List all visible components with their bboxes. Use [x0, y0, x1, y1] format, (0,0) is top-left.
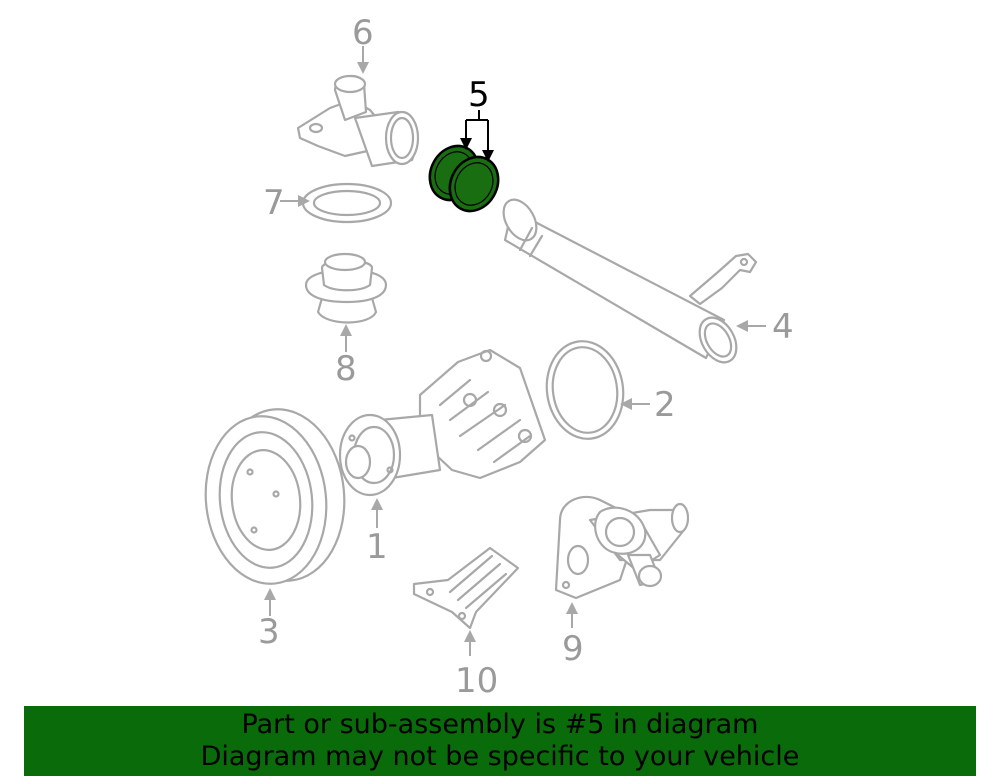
- part-8-thermostat[interactable]: [304, 252, 388, 324]
- banner-line-part: Part or sub-assembly is #5 in diagram: [241, 709, 759, 740]
- callout-6: 6: [352, 13, 374, 53]
- callout-2: 2: [654, 385, 676, 425]
- part-6-water-outlet[interactable]: [296, 74, 420, 168]
- part-3-pulley[interactable]: [198, 403, 353, 590]
- parts-diagram: 6 5 7 8 4: [198, 13, 794, 700]
- part-1-water-pump[interactable]: [338, 348, 547, 497]
- part-info-banner: Part or sub-assembly is #5 in diagram Di…: [24, 706, 976, 776]
- callout-4: 4: [772, 307, 794, 347]
- callout-1: 1: [366, 527, 388, 567]
- callout-7: 7: [263, 183, 285, 223]
- callout-10: 10: [455, 661, 498, 700]
- part-2-gasket[interactable]: [541, 336, 630, 444]
- part-10-bracket[interactable]: [412, 546, 520, 630]
- part-9-aux-pump[interactable]: [554, 495, 690, 600]
- callout-8: 8: [335, 349, 357, 389]
- callout-5: 5: [468, 75, 490, 115]
- part-5-gaskets[interactable]: [421, 137, 508, 219]
- callout-3: 3: [258, 612, 280, 652]
- part-7-gasket[interactable]: [301, 182, 393, 224]
- callout-5-leaders: [460, 110, 494, 162]
- callout-9: 9: [562, 629, 584, 669]
- banner-line-disclaimer: Diagram may not be specific to your vehi…: [200, 741, 800, 772]
- part-4-water-tube[interactable]: [497, 194, 758, 369]
